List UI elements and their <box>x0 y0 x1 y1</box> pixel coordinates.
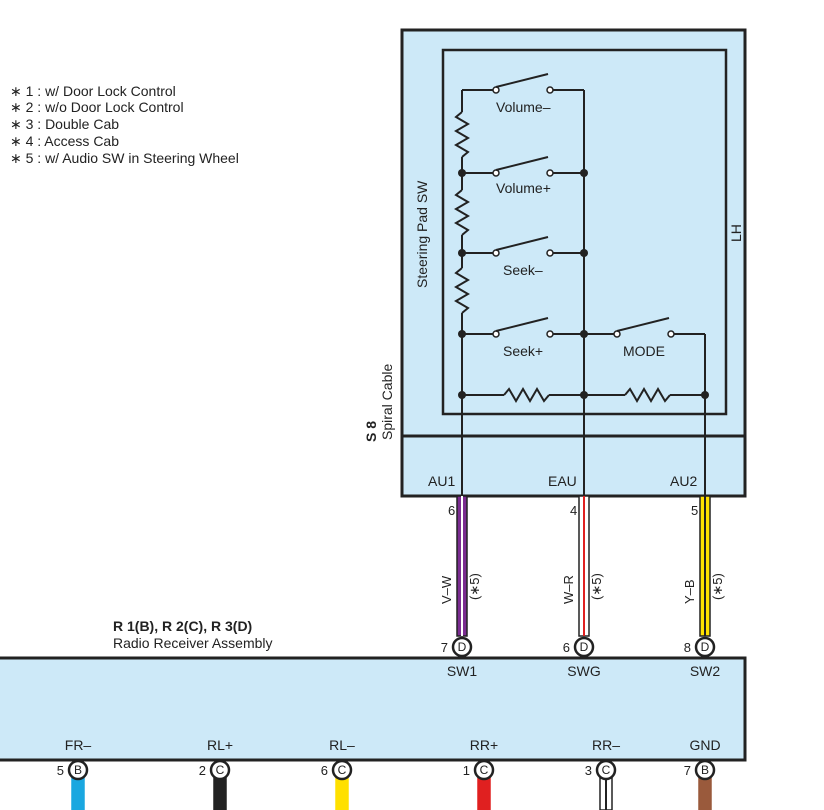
note-4: ∗ 4 : Access Cab <box>10 133 119 149</box>
connector-letter: C <box>338 763 347 777</box>
output-terminal-label: RL+ <box>207 737 233 753</box>
output-connector-1: RL+ C2 <box>199 737 233 810</box>
output-terminal-label: RR+ <box>470 737 498 753</box>
connector-letter: C <box>602 763 611 777</box>
terminal-label: SW2 <box>690 663 721 679</box>
connector-pin: 8 <box>684 640 691 655</box>
radio-connector-codes: R 1(B), R 2(C), R 3(D) <box>113 618 252 634</box>
output-terminal-label: GND <box>689 737 720 753</box>
output-terminal-label: RR– <box>592 737 620 753</box>
output-connector-3: RR+ C1 <box>463 737 498 810</box>
output-wire <box>698 777 712 810</box>
terminal-au2: AU2 <box>670 473 697 489</box>
connector-letter: B <box>701 763 709 777</box>
switch-label-mode: MODE <box>623 343 665 359</box>
radio-receiver-box <box>0 656 747 762</box>
switch-seek-minus: Seek– <box>462 236 584 278</box>
output-wire <box>335 777 349 810</box>
output-terminal-label: FR– <box>65 737 92 753</box>
output-terminal-label: RL– <box>329 737 355 753</box>
terminal-au1: AU1 <box>428 473 455 489</box>
steering-pad-title: Steering Pad SW <box>414 180 430 288</box>
spiral-cable-code: S 8 <box>363 421 379 442</box>
wire-note: (∗5) <box>710 573 725 600</box>
radio-assembly-name: Radio Receiver Assembly <box>113 635 273 651</box>
switch-mode: MODE <box>613 317 705 359</box>
wire-color-code: V–W <box>439 575 454 604</box>
output-connector-0: FR– B5 <box>57 737 92 810</box>
switch-volume-minus: Volume– <box>462 73 584 115</box>
terminal-label: SW1 <box>447 663 478 679</box>
wire-note: (∗5) <box>589 573 604 600</box>
junction-dots <box>458 169 709 399</box>
output-wire <box>213 777 227 810</box>
terminal-eau: EAU <box>548 473 577 489</box>
connector-pin: 3 <box>585 763 592 778</box>
connector-letter: D <box>580 640 589 654</box>
connector-letter: D <box>701 640 710 654</box>
switch-seek-plus: Seek+ <box>462 317 614 359</box>
note-3: ∗ 3 : Double Cab <box>10 116 119 132</box>
connector-pin: 6 <box>563 640 570 655</box>
steering-assembly-box <box>400 28 747 498</box>
wire-note: (∗5) <box>467 573 482 600</box>
wire-pin-top: 6 <box>448 503 455 518</box>
wire-color-code: Y–B <box>682 579 697 604</box>
output-wire <box>71 777 85 810</box>
wire-color-code: W–R <box>561 575 576 604</box>
connector-pin: 5 <box>57 763 64 778</box>
output-connector-4: RR– C3 <box>585 737 620 810</box>
connector-pin: 7 <box>684 763 691 778</box>
switch-label-volume-plus: Volume+ <box>496 180 551 196</box>
output-wire <box>477 777 491 810</box>
connector-pin: 7 <box>441 640 448 655</box>
harness-wire-sw1: 6V–W (∗5) <box>439 495 482 637</box>
connector-pin: 1 <box>463 763 470 778</box>
switch-label-seek-minus: Seek– <box>503 262 543 278</box>
connector-letter: B <box>74 763 82 777</box>
terminal-label: SWG <box>567 663 600 679</box>
spiral-cable-label: Spiral Cable <box>379 364 395 440</box>
harness-wires: 6V–W (∗5) 4W–R (∗5) 5Y–B (∗5) <box>439 495 725 637</box>
switch-volume-plus: Volume+ <box>462 156 584 196</box>
note-2: ∗ 2 : w/o Door Lock Control <box>10 99 184 115</box>
resistor-ladder <box>454 90 470 496</box>
side-label: LH <box>728 224 744 242</box>
note-1: ∗ 1 : w/ Door Lock Control <box>10 83 176 99</box>
output-connector-5: GND B7 <box>684 737 721 810</box>
connector-pin: 6 <box>321 763 328 778</box>
note-5: ∗ 5 : w/ Audio SW in Steering Wheel <box>10 150 239 166</box>
switch-label-seek-plus: Seek+ <box>503 343 543 359</box>
harness-wire-swg: 4W–R (∗5) <box>561 495 604 637</box>
notes-list: ∗ 1 : w/ Door Lock Control ∗ 2 : w/o Doo… <box>10 83 239 166</box>
harness-wire-sw2: 5Y–B (∗5) <box>682 495 725 637</box>
connector-letter: D <box>458 640 467 654</box>
connector-pin: 2 <box>199 763 206 778</box>
connector-letter: C <box>480 763 489 777</box>
output-connector-2: RL– C6 <box>321 737 355 810</box>
connector-letter: C <box>216 763 225 777</box>
switch-label-volume-minus: Volume– <box>496 99 551 115</box>
wire-pin-top: 4 <box>570 503 577 518</box>
wire-pin-top: 5 <box>691 503 698 518</box>
